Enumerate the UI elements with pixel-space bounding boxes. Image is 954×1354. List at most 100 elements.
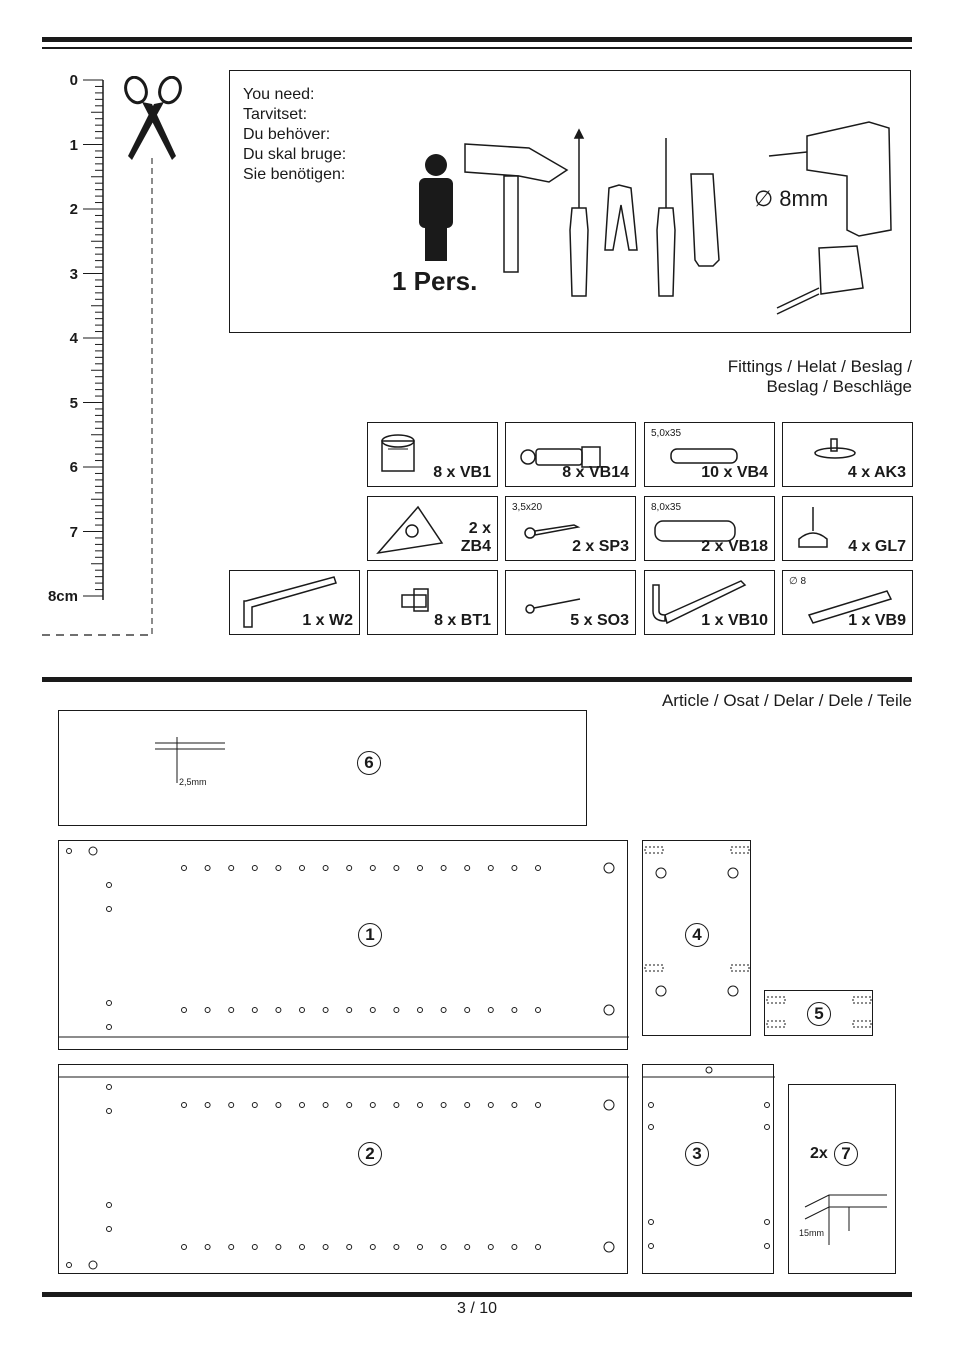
- fitting-label: 8 x VB14: [562, 464, 629, 481]
- fittings-heading: Fittings / Helat / Beslag / Beslag / Bes…: [600, 357, 912, 397]
- fitting-ak3: 4 x AK3: [782, 422, 913, 487]
- you-need-sv: Du behöver:: [243, 126, 331, 143]
- fitting-label: 2 x VB18: [701, 538, 768, 555]
- dowel-icon: [654, 520, 736, 542]
- bottom-rule: [42, 1292, 912, 1297]
- wall-plug-icon: [807, 590, 893, 624]
- tools-illustration: [419, 121, 892, 315]
- article-heading: Article / Osat / Delar / Dele / Teile: [661, 691, 912, 710]
- hammer-icon: [464, 143, 569, 273]
- ruler-scale: [42, 79, 153, 636]
- ruler-label-0: 0: [69, 72, 78, 89]
- fitting-label: 10 x VB4: [701, 464, 768, 481]
- fitting-label: 4 x AK3: [847, 464, 906, 481]
- section-rule: [42, 677, 912, 682]
- part-1-panel: 1: [58, 840, 629, 1050]
- fitting-label: 8 x BT1: [434, 612, 491, 629]
- dowel-icon: [670, 448, 738, 464]
- glide-icon: [814, 438, 856, 459]
- person-icon: [419, 154, 453, 261]
- fitting-label: 1 x VB9: [848, 612, 906, 629]
- ruler-label-7: 7: [69, 524, 78, 541]
- top-rule-thin: [42, 47, 912, 49]
- fitting-label: 5 x SO3: [570, 612, 629, 629]
- part-3-holes: [643, 1066, 775, 1249]
- fitting-label-line2: ZB4: [460, 538, 491, 555]
- part-7-quantity: 2x: [810, 1145, 828, 1162]
- fitting-dimension: 3,5x20: [512, 502, 543, 513]
- ruler-label-8cm: 8cm: [47, 588, 78, 605]
- chisel-icon: [690, 173, 720, 267]
- part-2-number: 2: [358, 1142, 382, 1166]
- panel-thickness-detail: [804, 1194, 887, 1245]
- fitting-label: 8 x VB1: [433, 464, 491, 481]
- part-3-number: 3: [685, 1142, 709, 1166]
- fitting-zb4: 2 x ZB4: [367, 496, 498, 561]
- hook-screw-icon: [652, 580, 747, 625]
- fittings-heading-line2: Beslag / Beschläge: [766, 377, 912, 396]
- fitting-label: 2 x SP3: [572, 538, 629, 555]
- persons-label: 1 Pers.: [392, 266, 478, 296]
- part-2-holes: [59, 1076, 629, 1270]
- part-2-panel: 2: [58, 1064, 629, 1274]
- ruler-label-5: 5: [69, 395, 78, 412]
- fitting-dimension: ∅ 8: [789, 576, 807, 587]
- top-rule: [42, 37, 912, 42]
- nail-glide-icon: [798, 507, 828, 548]
- fitting-vb14: 8 x VB14: [505, 422, 636, 487]
- fitting-vb10: 1 x VB10: [644, 570, 775, 635]
- fitting-vb9: ∅ 8 1 x VB9: [782, 570, 913, 635]
- drill-icon: [768, 121, 892, 237]
- you-need-de: Sie benötigen:: [243, 166, 346, 183]
- ruler-label-4: 4: [69, 330, 78, 347]
- scissors-icon: [124, 76, 182, 160]
- cam-bolt-icon: [520, 446, 601, 468]
- part-6-dimension: 2,5mm: [179, 777, 207, 787]
- pliers-icon: [604, 184, 638, 251]
- fittings-heading-line1: Fittings / Helat / Beslag /: [727, 357, 912, 376]
- tape-measure-icon: [776, 245, 864, 315]
- fitting-label-line1: 2 x: [468, 520, 491, 537]
- you-need-fi: Tarvitset:: [243, 106, 308, 123]
- fitting-label: 2 x ZB4: [461, 520, 491, 556]
- part-5-holes: [766, 996, 872, 1028]
- fitting-label: 1 x W2: [302, 612, 353, 629]
- fitting-vb4: 5,0x35 10 x VB4: [644, 422, 775, 487]
- panel-thickness-detail: [155, 737, 225, 783]
- corner-bracket-icon: [376, 505, 444, 555]
- part-4-holes: [644, 846, 750, 997]
- page-number: 3 / 10: [456, 1300, 498, 1317]
- fitting-vb1: 8 x VB1: [367, 422, 498, 487]
- fitting-dimension: 8,0x35: [651, 502, 682, 513]
- part-1-number: 1: [358, 923, 382, 947]
- ruler-label-1: 1: [69, 137, 78, 154]
- you-need-da: Du skal bruge:: [243, 146, 347, 163]
- fitting-so3: 5 x SO3: [505, 570, 636, 635]
- part-6-panel: 2,5mm 6: [58, 710, 587, 826]
- screwdriver-flat-icon: [656, 138, 676, 297]
- fitting-vb18: 8,0x35 2 x VB18: [644, 496, 775, 561]
- part-3-panel: 3: [642, 1064, 775, 1274]
- screwdriver-icon: [569, 128, 589, 297]
- ruler-label-2: 2: [69, 201, 78, 218]
- tools-needed-text: You need: Tarvitset: Du behöver: Du skal…: [243, 85, 346, 185]
- tools-needed-box: You need: Tarvitset: Du behöver: Du skal…: [229, 70, 911, 333]
- ruler-label-6: 6: [69, 459, 78, 476]
- part-7-panel: 2x 7 15mm: [788, 1084, 896, 1274]
- fitting-w2: 1 x W2: [229, 570, 360, 635]
- screw-icon: [524, 524, 581, 539]
- fitting-bt1: 8 x BT1: [367, 570, 498, 635]
- fitting-gl7: 4 x GL7: [782, 496, 913, 561]
- fitting-label: 4 x GL7: [848, 538, 906, 555]
- fitting-dimension: 5,0x35: [651, 428, 682, 439]
- shelf-pin-icon: [401, 588, 429, 612]
- nail-icon: [525, 598, 581, 614]
- part-7-number: 7: [834, 1142, 858, 1166]
- part-6-number: 6: [357, 751, 381, 775]
- part-4-number: 4: [685, 923, 709, 947]
- cam-lock-icon: [381, 434, 415, 472]
- you-need-en: You need:: [243, 86, 315, 103]
- part-5-number: 5: [807, 1002, 831, 1026]
- ruler-label-3: 3: [69, 266, 78, 283]
- fitting-label: 1 x VB10: [701, 612, 768, 629]
